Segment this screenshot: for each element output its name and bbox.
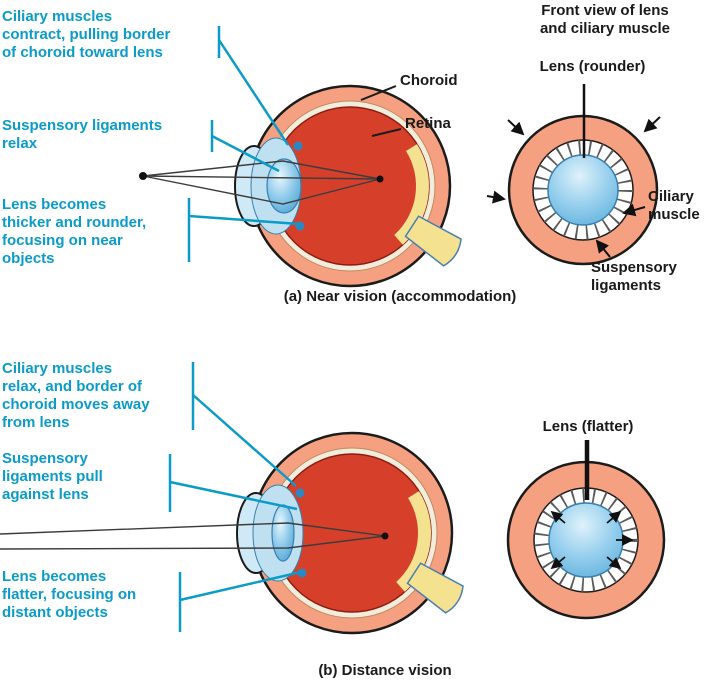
outward-arrows-b (550, 510, 634, 570)
label-front-view-title: Front view of lens and ciliary muscle (539, 2, 671, 37)
note-lens-thicker: Lens becomes thicker and rounder, focusi… (2, 196, 147, 267)
retina-pointer (371, 128, 402, 137)
light-rays-a (142, 160, 381, 205)
label-lens-flatter: Lens (flatter) (542, 418, 634, 435)
eye-side-view-a (233, 84, 466, 288)
note-ciliary-muscles-relax: Ciliary muscles relax, and border of cho… (2, 360, 150, 431)
note-suspensory-pull: Suspensory ligaments pull against lens (2, 450, 103, 503)
lens-flatter-side (271, 504, 295, 562)
note-ciliary-muscles-contract: Ciliary muscles contract, pulling border… (2, 8, 171, 61)
black-pointers-a (360, 85, 402, 137)
focal-point-b (381, 532, 389, 540)
cyan-leaders-a (187, 26, 300, 262)
suspensory-ligaments-pointer (595, 239, 611, 258)
label-retina: Retina (405, 115, 451, 132)
choroid-pointer (360, 85, 397, 101)
label-ciliary-muscle: Ciliary muscle (648, 188, 700, 223)
lens-rounder-side (266, 158, 302, 214)
lens-front-b (548, 502, 624, 578)
suspensory-ligament-spokes-a (533, 140, 633, 240)
cyan-leaders-b (168, 362, 302, 632)
label-choroid: Choroid (400, 72, 458, 89)
note-lens-flatter: Lens becomes flatter, focusing on distan… (2, 568, 137, 621)
lens-front-a (547, 154, 619, 226)
label-suspensory-ligaments: Suspensory ligaments (591, 259, 677, 294)
front-view-b (506, 460, 666, 620)
label-lens-rounder: Lens (rounder) (539, 58, 646, 75)
inward-arrows-a (486, 116, 661, 204)
note-suspensory-relax: Suspensory ligaments relax (2, 117, 163, 152)
caption-distance-vision: (b) Distance vision (318, 662, 452, 679)
focal-point-a (376, 175, 384, 183)
ciliary-muscle-pointer (622, 203, 646, 217)
near-object-point (139, 172, 147, 180)
light-rays-b (0, 522, 386, 550)
caption-near-vision: (a) Near vision (accommodation) (283, 288, 517, 305)
